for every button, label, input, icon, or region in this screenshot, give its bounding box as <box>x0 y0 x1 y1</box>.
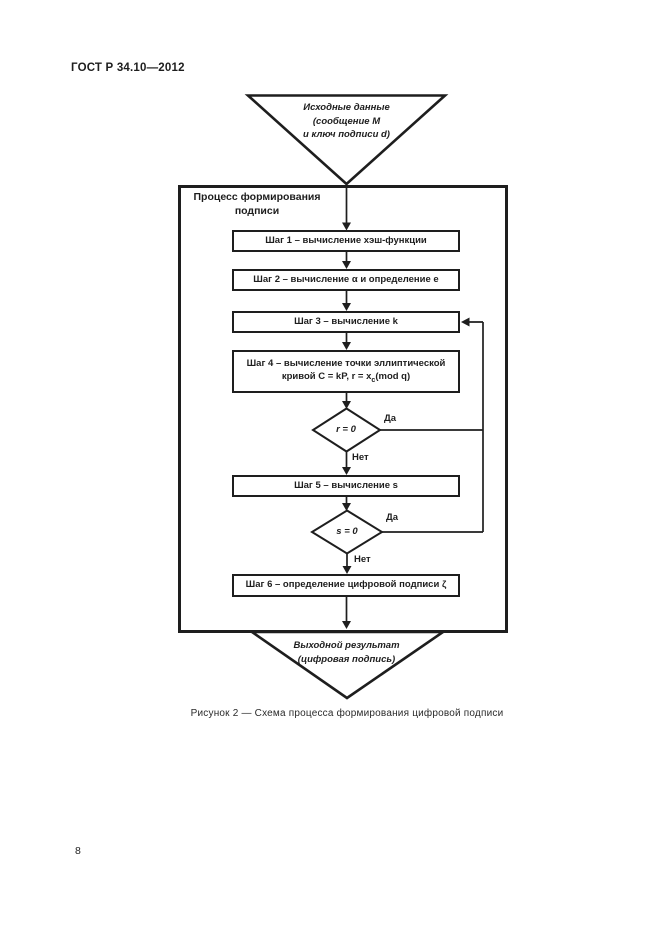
decision-2-diamond-shape <box>310 509 384 555</box>
input-triangle-label: Исходные данные (сообщение M и ключ подп… <box>256 101 437 142</box>
arrowhead-down-icon <box>342 566 352 574</box>
step-4-label-line2: кривой C = kP, r = xc(mod q) <box>282 370 410 387</box>
step-1-box: Шаг 1 – вычисление хэш-функции <box>232 230 460 252</box>
input-triangle-shape <box>244 94 449 186</box>
arrowhead-down-icon <box>342 467 351 475</box>
decision-1-no-label: Нет <box>352 452 369 463</box>
connector-lines <box>345 184 484 627</box>
step-4-line2-prefix: кривой C = kP, r = x <box>281 370 372 382</box>
arrowhead-down-icon <box>342 621 351 629</box>
input-label-line1: Исходные данные <box>303 102 390 113</box>
step-4-line2-subscript: c <box>371 376 376 384</box>
output-triangle-label: Выходной результат (цифровая подпись) <box>256 639 437 666</box>
input-label-line3: и ключ подписи d) <box>303 129 390 140</box>
step-4-label-line1: Шаг 4 – вычисление точки эллиптической <box>246 357 446 369</box>
step-3-box: Шаг 3 – вычисление k <box>232 311 460 333</box>
arrowhead-down-icon <box>342 401 351 409</box>
step-5-box: Шаг 5 – вычисление s <box>232 475 460 497</box>
arrowhead-left-icon <box>461 317 470 327</box>
process-title-line2: подписи <box>234 205 280 217</box>
step-4-box: Шаг 4 – вычисление точки эллиптической к… <box>232 350 460 393</box>
process-box-title: Процесс формирования подписи <box>184 190 330 218</box>
step-6-box: Шаг 6 – определение цифровой подписи ζ <box>232 574 460 597</box>
arrowhead-down-icon <box>342 222 351 231</box>
decision-2-yes-label: Да <box>386 512 399 523</box>
output-label-line1: Выходной результат <box>293 640 400 651</box>
step-2-label: Шаг 2 – вычисление α и определение e <box>253 273 439 285</box>
document-header: ГОСТ Р 34.10—2012 <box>71 62 185 74</box>
decision-1-yes-label: Да <box>384 413 397 424</box>
step-5-label: Шаг 5 – вычисление s <box>294 479 398 491</box>
arrowhead-down-icon <box>342 503 351 511</box>
input-label-line2: (сообщение M <box>312 115 381 127</box>
process-box <box>178 185 508 633</box>
step-1-label: Шаг 1 – вычисление хэш-функции <box>265 234 427 246</box>
decision-1-diamond-shape <box>311 407 382 453</box>
step-3-label: Шаг 3 – вычисление k <box>294 315 398 327</box>
arrowhead-down-icon <box>342 342 351 350</box>
arrowhead-down-icon <box>342 303 351 311</box>
process-title-line1: Процесс формирования <box>193 191 321 203</box>
decision-2-condition: s = 0 <box>336 526 358 537</box>
step-6-label: Шаг 6 – определение цифровой подписи ζ <box>245 579 447 591</box>
arrowhead-down-icon <box>342 261 351 269</box>
decision-2-no-label: Нет <box>354 554 371 565</box>
page-number: 8 <box>75 845 81 857</box>
decision-1-condition: r = 0 <box>336 424 356 435</box>
step-2-box: Шаг 2 – вычисление α и определение e <box>232 269 460 291</box>
figure-caption: Рисунок 2 — Схема процесса формирования … <box>190 708 504 719</box>
step-4-line2-suffix: (mod q) <box>375 370 411 382</box>
output-label-line2: (цифровая подпись) <box>297 653 396 665</box>
